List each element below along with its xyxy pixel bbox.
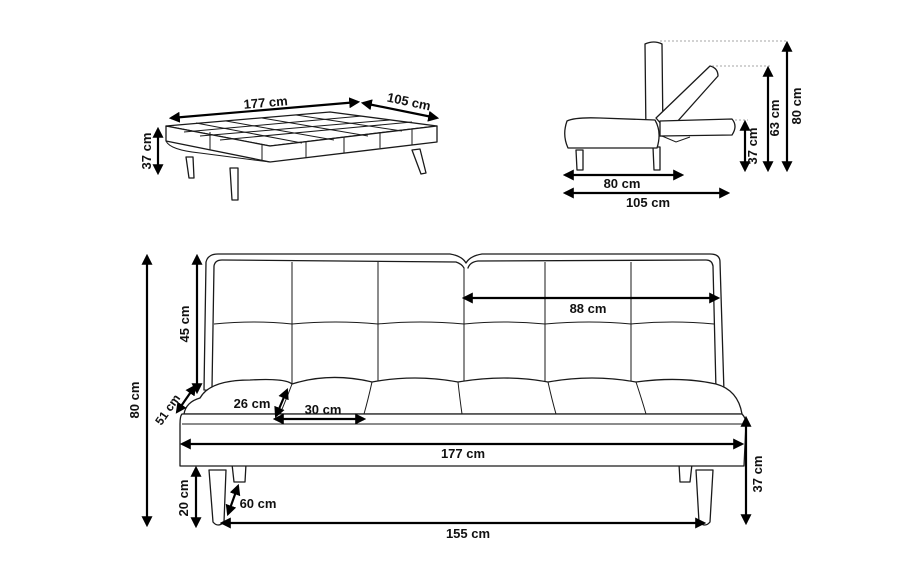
bed-leg-front-left [229, 167, 239, 201]
label-front-half-width: 88 cm [570, 301, 607, 316]
dim-line-front-leg-length [225, 483, 241, 517]
label-front-cushion-height: 26 cm [234, 396, 271, 411]
label-front-total-height: 80 cm [127, 382, 142, 419]
label-side-seat-height: 37 cm [745, 128, 760, 165]
label-front-leg-span: 155 cm [446, 526, 490, 541]
label-front-seat-height: 37 cm [750, 456, 765, 493]
side-leg-back [652, 146, 661, 171]
front-leg-right [695, 469, 714, 526]
front-view-sofa [179, 253, 747, 526]
front-seat-cushions [183, 376, 743, 415]
label-side-seat-depth: 80 cm [604, 176, 641, 191]
label-front-total-width: 177 cm [441, 446, 485, 461]
label-top-length: 177 cm [243, 93, 288, 112]
front-leg-right-back [678, 463, 693, 483]
bed-leg-back-left [185, 156, 195, 179]
bed-leg-front-right [411, 148, 427, 175]
side-seat [564, 117, 660, 149]
dim-line-front-cushion-height [274, 387, 289, 419]
label-front-cushion-width: 30 cm [305, 402, 342, 417]
label-side-total-depth: 105 cm [626, 195, 670, 210]
side-flat-extension [659, 118, 736, 137]
side-view-profile [564, 41, 736, 171]
label-front-leg-height: 20 cm [176, 480, 191, 517]
dim-line-top-depth [360, 99, 440, 122]
front-leg-left-back [231, 463, 247, 483]
label-front-back-height: 45 cm [177, 306, 192, 343]
label-front-leg-length: 60 cm [240, 496, 277, 511]
side-leg-front [575, 149, 584, 171]
dim-line-top-length [168, 97, 361, 123]
label-side-total-height: 80 cm [789, 88, 804, 125]
label-side-mid-height: 63 cm [767, 100, 782, 137]
front-leg-left-rear [208, 469, 227, 526]
label-top-height: 37 cm [139, 133, 154, 170]
top-view-bed [165, 111, 438, 201]
dim-line-front-seat-depth [175, 384, 197, 414]
side-backrest-reclined [655, 65, 719, 133]
